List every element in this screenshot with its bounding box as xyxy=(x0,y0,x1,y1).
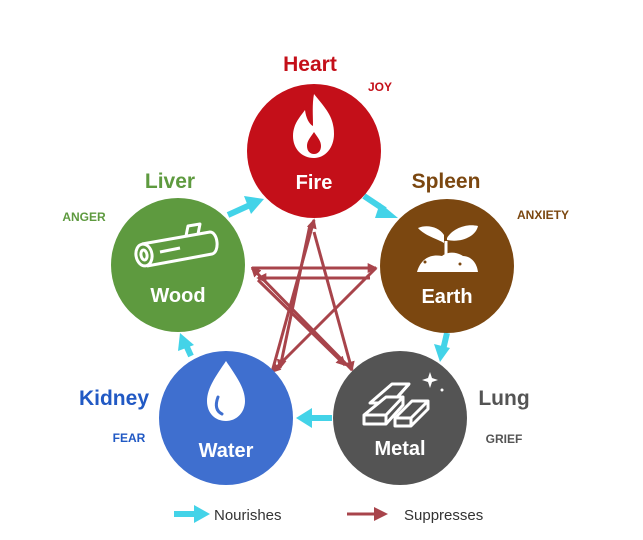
heart-organ-label: Heart xyxy=(283,53,337,76)
joy-emotion-label: JOY xyxy=(368,80,392,94)
anxiety-emotion-label: ANXIETY xyxy=(517,208,569,222)
sparkle-icon xyxy=(422,372,444,392)
flame-icon xyxy=(293,94,334,158)
suppresses-arrow-icon xyxy=(347,507,388,521)
lung-organ-label: Lung xyxy=(478,387,529,410)
suppresses-cycle xyxy=(250,218,378,374)
grief-emotion-label: GRIEF xyxy=(486,432,523,446)
fire-label: Fire xyxy=(296,172,333,194)
element-water: Water Kidney FEAR xyxy=(79,351,293,485)
element-wood: Wood Liver ANGER xyxy=(62,170,245,332)
liver-organ-label: Liver xyxy=(145,170,195,193)
nourish-arrow-metal-to-water xyxy=(296,408,332,428)
log-icon xyxy=(134,222,219,268)
element-metal: Metal Lung GRIEF xyxy=(333,351,530,485)
element-earth: Earth Spleen ANXIETY xyxy=(380,170,569,333)
legend-nourishes: Nourishes xyxy=(174,505,282,524)
anger-emotion-label: ANGER xyxy=(62,210,106,224)
suppress-arrow-fire-to-metal xyxy=(312,231,355,372)
suppress-arrow-wood-to-metal-lower xyxy=(256,278,347,367)
spleen-organ-label: Spleen xyxy=(412,170,481,193)
nourish-arrow-wood-to-fire xyxy=(226,196,264,218)
nourish-arrow-earth-to-metal xyxy=(434,332,450,362)
sprout-icon xyxy=(417,225,478,272)
nourishes-arrow-icon xyxy=(174,505,210,523)
earth-label: Earth xyxy=(421,286,472,308)
wood-circle xyxy=(111,198,245,332)
water-drop-icon xyxy=(207,361,245,421)
water-label: Water xyxy=(199,440,254,462)
wood-label: Wood xyxy=(150,285,205,307)
kidney-organ-label: Kidney xyxy=(79,387,149,410)
legend: Nourishes Suppresses xyxy=(174,505,483,524)
fear-emotion-label: FEAR xyxy=(113,431,146,445)
metal-label: Metal xyxy=(374,438,425,460)
element-fire: Fire Heart JOY xyxy=(247,53,392,218)
nourishes-cycle xyxy=(178,193,450,428)
suppress-arrow-metal-to-wood xyxy=(250,266,354,372)
legend-suppresses: Suppresses xyxy=(347,507,483,524)
suppress-arrow-fire-to-water xyxy=(276,224,312,370)
legend-suppresses-label: Suppresses xyxy=(404,507,483,524)
legend-nourishes-label: Nourishes xyxy=(214,507,282,524)
nourish-arrow-fire-to-earth xyxy=(362,193,398,218)
nourish-arrow-water-to-wood xyxy=(178,333,194,358)
suppress-arrow-earth-to-water xyxy=(270,266,378,374)
metal-bars-icon xyxy=(362,382,430,428)
